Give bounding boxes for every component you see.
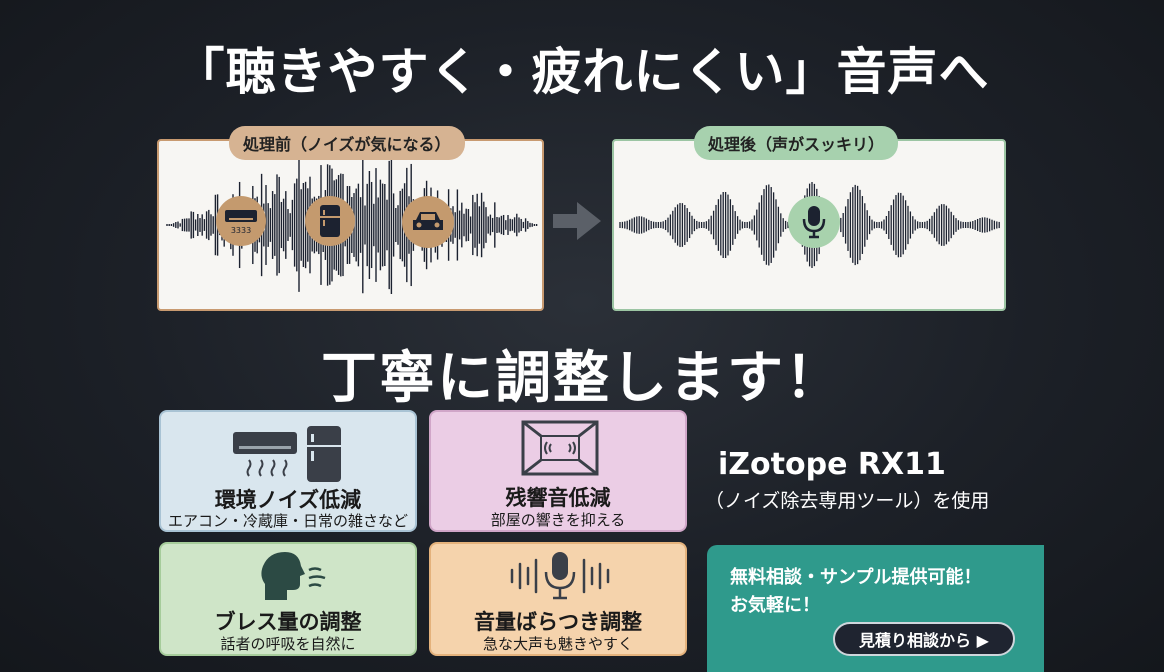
car-icon [402, 196, 454, 248]
svg-text:3333: 3333 [231, 226, 251, 235]
card-desc: 話者の呼吸を自然に [220, 635, 356, 653]
microphone-icon [788, 196, 840, 248]
arrow-right-icon [553, 202, 601, 240]
card-desc: エアコン・冷蔵庫・日常の雑さなど [167, 512, 408, 530]
card-reverb: 残響音低減 部屋の響きを抑える [429, 410, 687, 532]
cta-line-2: お気軽に！ [730, 595, 820, 616]
tool-description: （ノイズ除去専用ツール）を使用 [705, 490, 990, 512]
sub-headline: 丁寧に調整します！ [321, 346, 843, 411]
air-conditioner-icon: 3333 [216, 196, 266, 246]
main-headline: 「聴きやすく・疲れにくい」音声へ [174, 43, 990, 101]
after-panel [612, 139, 1006, 311]
card-desc: 部屋の響きを抑える [490, 511, 626, 529]
tool-name: iZotope RX11 [718, 447, 946, 482]
before-label: 処理前（ノイズが気になる） [229, 126, 465, 160]
breath-head-icon [261, 552, 326, 600]
card-title: 音量ばらつき調整 [474, 610, 642, 634]
cta-text: 無料相談・サンプル提供可能！ お気軽に！ [730, 564, 981, 620]
card-title: ブレス量の調整 [214, 610, 362, 634]
card-desc: 急な大声も魅きやすく [482, 635, 633, 653]
card-title: 環境ノイズ低減 [214, 488, 362, 512]
volume-mic-icon [510, 552, 610, 600]
cta-line-1: 無料相談・サンプル提供可能！ [730, 567, 982, 588]
after-label: 処理後（声がスッキリ） [694, 126, 899, 160]
card-volume: 音量ばらつき調整 急な大声も魅きやすく [429, 542, 687, 656]
room-echo-icon [521, 420, 599, 476]
refrigerator-icon [305, 196, 355, 246]
before-panel: 3333 [157, 139, 544, 311]
card-title: 残響音低減 [505, 486, 611, 510]
estimate-consult-button[interactable]: 見積り相談から ▶ [833, 622, 1015, 656]
card-ambient-noise: 環境ノイズ低減 エアコン・冷蔵庫・日常の雑さなど [159, 410, 417, 532]
air-conditioner-refrigerator-icon [233, 426, 341, 482]
card-breath: ブレス量の調整 話者の呼吸を自然に [159, 542, 417, 656]
